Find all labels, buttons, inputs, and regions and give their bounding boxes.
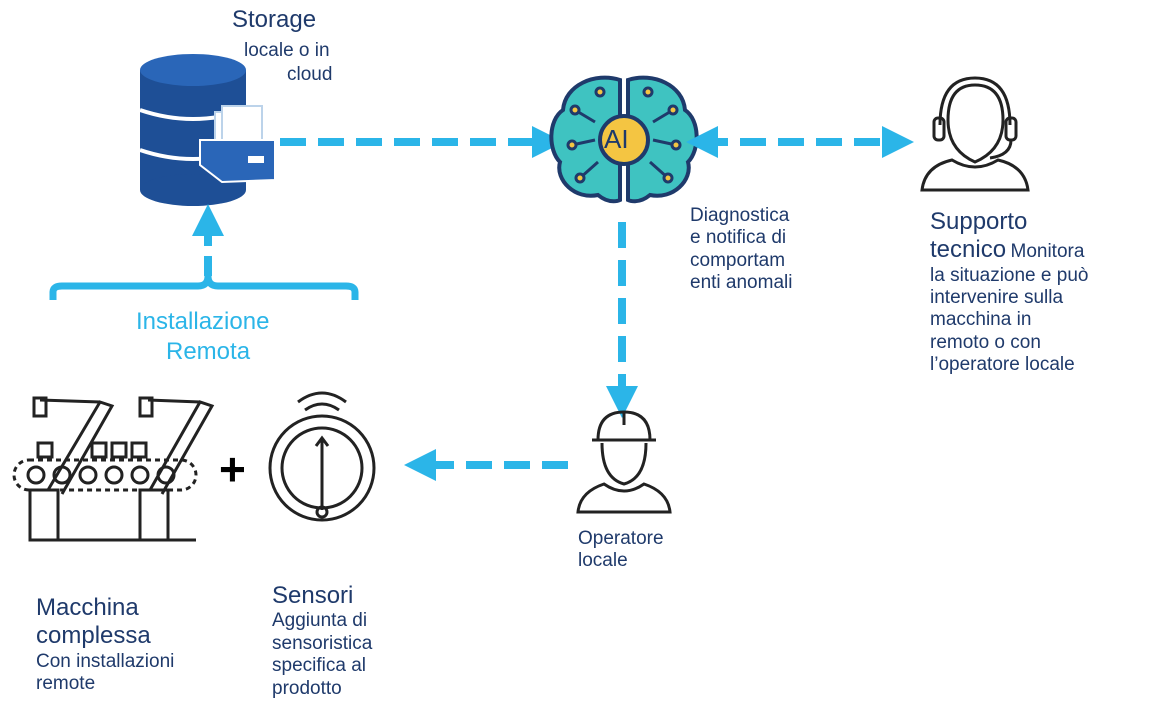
storage-subtitle-line2: cloud — [287, 64, 333, 85]
support-description-line: l’operatore locale — [930, 354, 1075, 376]
support-description-line: la situazione e può — [930, 264, 1089, 286]
robot-arm-machine-icon — [12, 396, 215, 542]
plus-sign: + — [219, 443, 246, 495]
operator-line2: locale — [578, 550, 628, 572]
sensors-title: Sensori — [272, 582, 354, 609]
ai-description-line: Diagnostica — [690, 205, 790, 226]
installation-brace — [49, 275, 359, 300]
machine-description-line: Con installazioni — [36, 650, 175, 672]
gauge-sensor-icon — [268, 391, 376, 522]
operator-line1: Operatore — [578, 528, 664, 549]
installation-line2: Remota — [166, 338, 251, 365]
support-description-line: intervenire sulla — [930, 287, 1064, 309]
ai-description-line: comportam — [690, 249, 786, 271]
sensors-description-line: Aggiunta di — [272, 610, 368, 632]
database-icon — [139, 54, 276, 206]
headset-support-icon — [920, 76, 1030, 192]
sensors-description-line: prodotto — [272, 677, 342, 699]
machine-title-line2: complessa — [36, 622, 151, 650]
machine-label: Macchina complessa Con installazioni rem… — [36, 594, 174, 695]
ai-description-line: enti anomali — [690, 272, 793, 294]
machine-title-line1: Macchina — [36, 594, 139, 621]
ai-badge: AI — [604, 124, 629, 154]
support-label: Supporto tecnico Monitora la situazione … — [930, 208, 1088, 377]
sensors-label: Sensori Aggiunta di sensoristica specifi… — [272, 582, 372, 700]
operator-label: Operatore locale — [578, 528, 664, 573]
support-description-line: remoto o con — [930, 331, 1041, 353]
support-description-line: macchina in — [930, 309, 1032, 331]
storage-title: Storage — [232, 6, 317, 33]
ai-description-line: e notifica di — [690, 227, 787, 249]
support-title-line2: tecnico — [930, 236, 1007, 264]
installation-line1: Installazione — [136, 308, 270, 335]
storage-subtitle-line1: locale o in — [244, 40, 330, 61]
sensors-description-line: specifica al — [272, 655, 366, 677]
machine-description-line: remote — [36, 673, 96, 695]
sensors-description-line: sensoristica — [272, 632, 373, 654]
hardhat-operator-icon — [576, 410, 672, 514]
ai-description: Diagnostica e notifica di comportam enti… — [690, 205, 792, 295]
ai-brain-icon — [549, 75, 699, 204]
support-inline-text: Monitora — [1010, 241, 1085, 263]
support-title-line1: Supporto — [930, 208, 1028, 235]
